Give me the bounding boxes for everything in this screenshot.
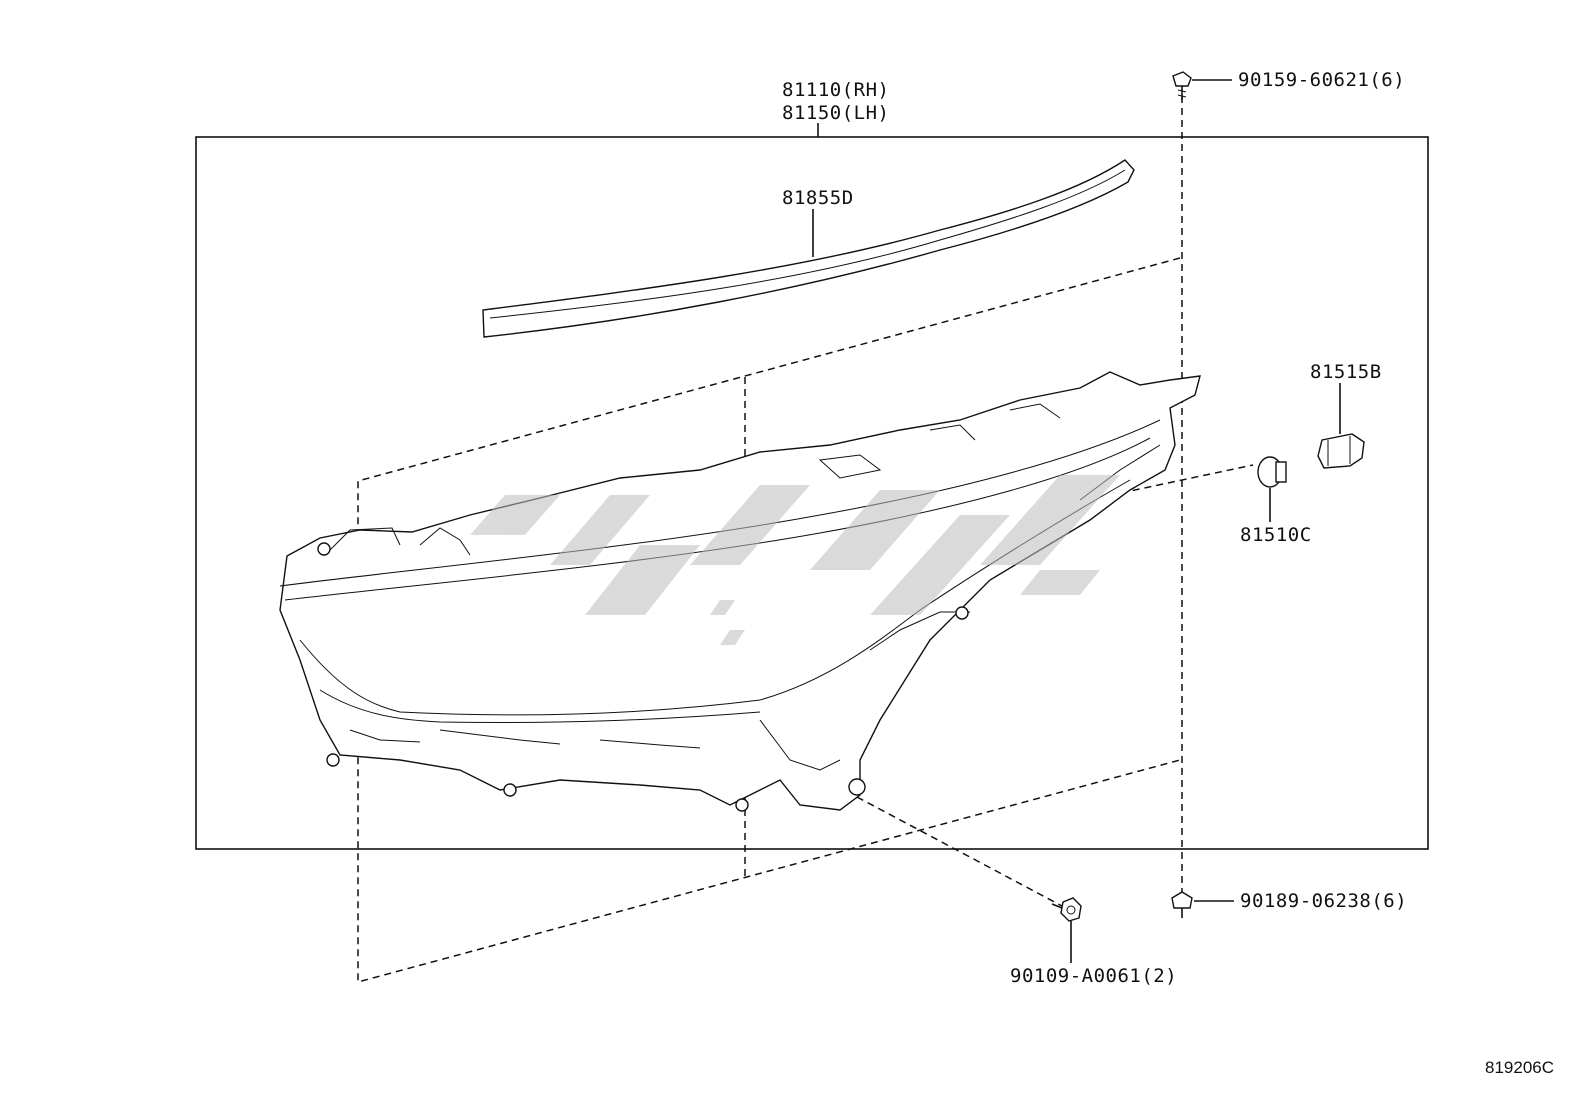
part-label-81110: 81110(RH) xyxy=(782,79,889,101)
part-label-81510c: 81510C xyxy=(1240,524,1312,546)
figure-code: 819206C xyxy=(1485,1058,1554,1077)
part-label-90109-a0061: 90109-A0061(2) xyxy=(1010,965,1177,987)
garnish-strip xyxy=(482,159,1135,338)
screw-icon xyxy=(1172,71,1192,100)
screw-icon xyxy=(1171,891,1193,918)
bulb-icon xyxy=(1257,456,1287,488)
watermark-logo xyxy=(470,475,1120,645)
part-label-90159-60621: 90159-60621(6) xyxy=(1238,69,1405,91)
part-label-90189-06238: 90189-06238(6) xyxy=(1240,890,1407,912)
part-label-81515b: 81515B xyxy=(1310,361,1382,383)
headlamp-assembly-icon xyxy=(279,371,1201,812)
part-label-81150: 81150(LH) xyxy=(782,102,889,124)
part-label-81855d: 81855D xyxy=(782,187,854,209)
assembly-box xyxy=(195,136,1429,850)
bolt-icon xyxy=(1051,897,1082,922)
socket-icon xyxy=(1317,433,1365,469)
